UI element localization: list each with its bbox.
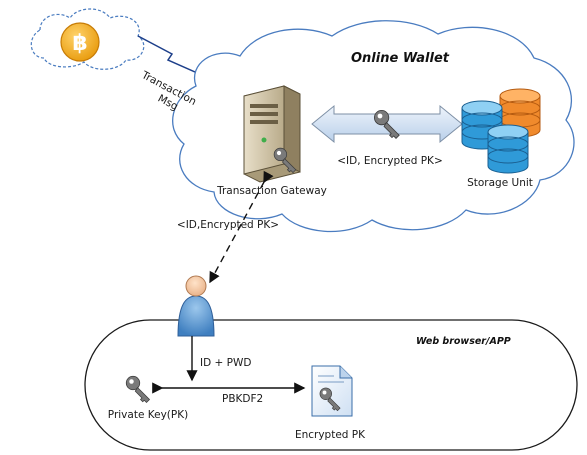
document-icon bbox=[311, 365, 353, 417]
svg-text:฿: ฿ bbox=[72, 31, 87, 56]
transaction-gateway-label: Transaction Gateway bbox=[216, 185, 327, 197]
database-icon bbox=[461, 88, 541, 174]
pbkdf2-label: PBKDF2 bbox=[222, 393, 263, 405]
gateway-user-label: <ID,Encrypted PK> bbox=[177, 219, 279, 231]
web-browser-app-title: Web browser/APP bbox=[416, 336, 511, 347]
online-wallet-title: Online Wallet bbox=[351, 51, 450, 66]
gateway-user-dashed-arrow bbox=[209, 170, 274, 284]
storage-unit-label: Storage Unit bbox=[467, 177, 533, 189]
encrypted-pk-label: Encrypted PK bbox=[295, 429, 366, 441]
user-icon bbox=[177, 275, 215, 337]
bitcoin-network-cloud: ฿ bbox=[30, 8, 145, 70]
bitcoin-icon: ฿ bbox=[60, 22, 100, 62]
private-key-label: Private Key(PK) bbox=[108, 409, 188, 421]
gateway-storage-label: <ID, Encrypted PK> bbox=[337, 155, 443, 167]
id-pwd-label: ID + PWD bbox=[200, 357, 251, 369]
